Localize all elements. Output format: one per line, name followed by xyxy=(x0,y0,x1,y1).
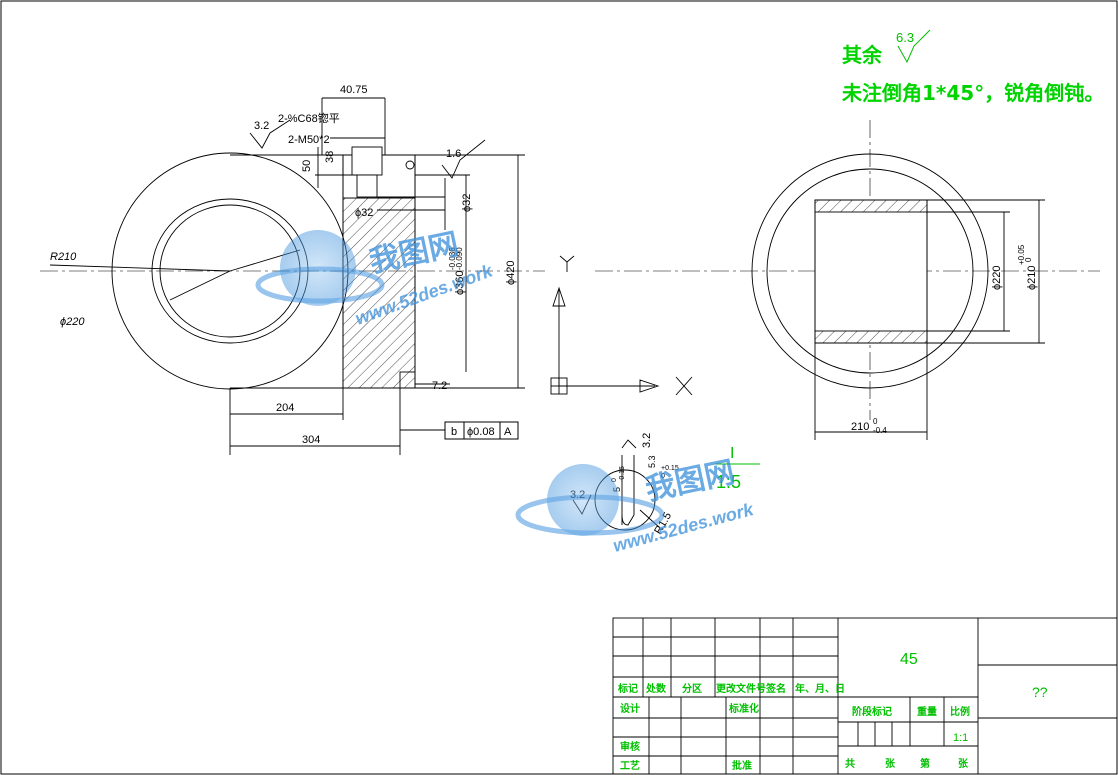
zhang2: 张 xyxy=(958,757,969,770)
tol-value: ϕ0.08 xyxy=(467,426,495,438)
detail-index: I xyxy=(730,445,734,462)
tol-datum: A xyxy=(504,426,512,438)
note-chamfer: 未注倒角1*45°，锐角倒钝。 xyxy=(842,81,1104,105)
tol-210-up: +0.05 xyxy=(1017,244,1026,265)
dim-420: ϕ420 xyxy=(505,260,517,285)
ucs-axis-icon xyxy=(550,255,693,396)
sheji: 设计 xyxy=(620,702,640,715)
part-name: ?? xyxy=(1032,684,1048,700)
dim-210-len: 210 xyxy=(851,421,869,433)
h-chushu: 处数 xyxy=(645,682,667,695)
tol-210-low: 0 xyxy=(1024,257,1033,262)
side-view xyxy=(595,120,1100,440)
detail-tol-5-3-low: 0 xyxy=(661,473,665,480)
biaozhunhua: 标准化 xyxy=(728,702,759,715)
dim-38: 38 xyxy=(324,151,336,163)
note-remaining: 其余 xyxy=(842,43,883,67)
h-qianming: 签名 xyxy=(765,682,786,695)
di: 第 xyxy=(920,757,930,770)
dim-220-side: ϕ220 xyxy=(991,265,1003,290)
pizhun: 批准 xyxy=(732,759,752,772)
material: 45 xyxy=(900,651,918,668)
dim-32-b: ϕ32 xyxy=(461,194,473,212)
h-fenqu: 分区 xyxy=(682,682,702,695)
h-gengai: 更改文件号 xyxy=(716,682,766,695)
thread-note-1: 2-%C68锪平 xyxy=(278,112,340,125)
bili-value: 1:1 xyxy=(953,732,968,744)
tol-360-up: -0.036 xyxy=(448,247,457,270)
dim-dia-220: ϕ220 xyxy=(60,316,85,328)
notes: 其余 6.3 未注倒角1*45°，锐角倒钝。 xyxy=(842,29,1104,105)
dim-40-75: 40.75 xyxy=(340,84,368,96)
shenhe: 审核 xyxy=(620,740,640,753)
dim-r210: R210 xyxy=(50,251,77,263)
front-view xyxy=(40,97,545,455)
tolerance-frame: b ϕ0.08 A xyxy=(444,421,519,440)
h-biaoji: 标记 xyxy=(617,682,638,695)
dim-32-a: ϕ32 xyxy=(355,207,373,219)
zhongliang: 重量 xyxy=(917,705,937,718)
dim-304: 304 xyxy=(302,434,320,446)
dim-7-2: 7.2 xyxy=(432,380,447,392)
tol-len-low: -0.4 xyxy=(873,426,887,435)
rough-3-2: 3.2 xyxy=(254,120,269,132)
h-date: 年、月、日 xyxy=(795,682,845,695)
title-block xyxy=(612,617,1118,775)
note-roughness: 6.3 xyxy=(896,30,914,45)
dim-50: 50 xyxy=(301,160,313,172)
front-view-labels: R210 ϕ220 40.75 3.2 2-%C68锪平 2-M50*2 50 … xyxy=(50,84,517,446)
bili: 比例 xyxy=(950,705,970,718)
tol-len-up: 0 xyxy=(873,417,878,426)
tol-symbol: b xyxy=(451,426,457,438)
tol-360-low: -0.090 xyxy=(455,247,464,270)
rough-1-6: 1.6 xyxy=(446,148,461,160)
detail-dim-5-3: 5.3 xyxy=(647,455,657,468)
dim-360: ϕ360 xyxy=(454,270,466,295)
dim-210-side: ϕ210 xyxy=(1026,265,1038,290)
detail-scale: 1:5 xyxy=(716,472,741,492)
thread-note-2: 2-M50*2 xyxy=(288,134,330,146)
detail-tol-5-low: -0.15 xyxy=(619,466,626,482)
detail-tol-5-up: 0 xyxy=(611,478,618,482)
globe-icon xyxy=(547,464,619,536)
dim-204: 204 xyxy=(276,402,294,414)
detail-tol-5-3-up: +0.15 xyxy=(661,465,679,472)
title-block-text: 45 ?? 标记 处数 分区 更改文件号 签名 年、月、日 设计 标准化 审核 … xyxy=(617,651,1048,772)
detail-rough-a: 3.2 xyxy=(641,433,653,448)
side-view-labels: ϕ220 ϕ210 +0.05 0 210 0 -0.4 xyxy=(851,244,1038,435)
watermark-2: 我图网 www.52des.work xyxy=(515,455,756,556)
gongyi: 工艺 xyxy=(620,759,640,772)
gong: 共 xyxy=(845,757,855,770)
zhang: 张 xyxy=(885,757,896,770)
jieduan: 阶段标记 xyxy=(852,705,892,718)
